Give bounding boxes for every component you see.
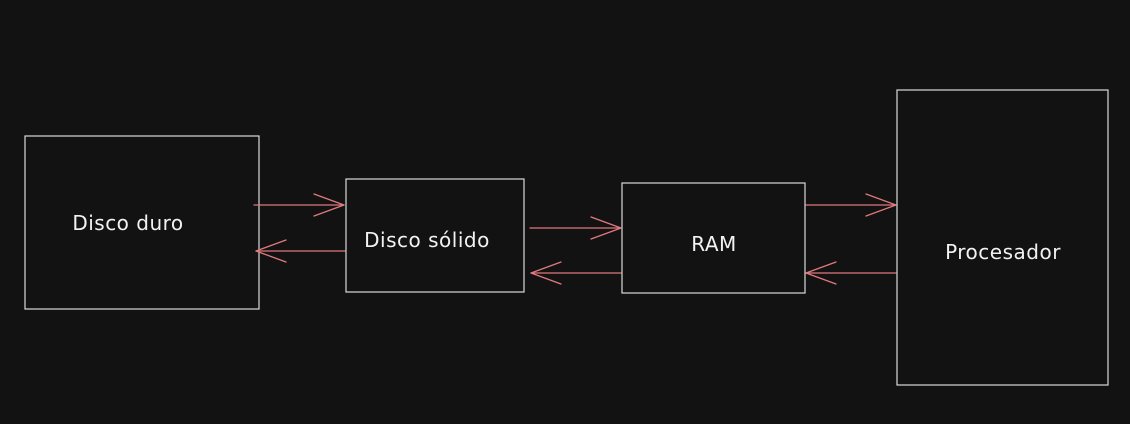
arrow-ram-to-disco-solido: [530, 261, 622, 285]
arrow-ram-to-procesador: [805, 193, 897, 217]
node-disco-solido-box: [345, 178, 525, 293]
node-ram-box: [621, 182, 806, 294]
arrow-disco-solido-to-disco-duro: [255, 239, 346, 263]
node-disco-solido: Disco sólido: [345, 178, 525, 293]
node-disco-solido-label: Disco sólido: [364, 228, 490, 252]
node-ram-label: RAM: [691, 232, 737, 256]
node-procesador-label: Procesador: [945, 240, 1061, 264]
node-procesador-box: [896, 89, 1109, 386]
node-disco-duro-label: Disco duro: [72, 211, 183, 235]
arrow-procesador-to-ram: [805, 261, 897, 285]
arrow-disco-duro-to-disco-solido: [253, 193, 345, 217]
node-procesador: Procesador: [896, 89, 1109, 386]
node-disco-duro-box: [24, 135, 260, 310]
node-disco-duro: Disco duro: [24, 135, 260, 310]
arrow-disco-solido-to-ram: [529, 216, 622, 240]
node-ram: RAM: [621, 182, 806, 294]
